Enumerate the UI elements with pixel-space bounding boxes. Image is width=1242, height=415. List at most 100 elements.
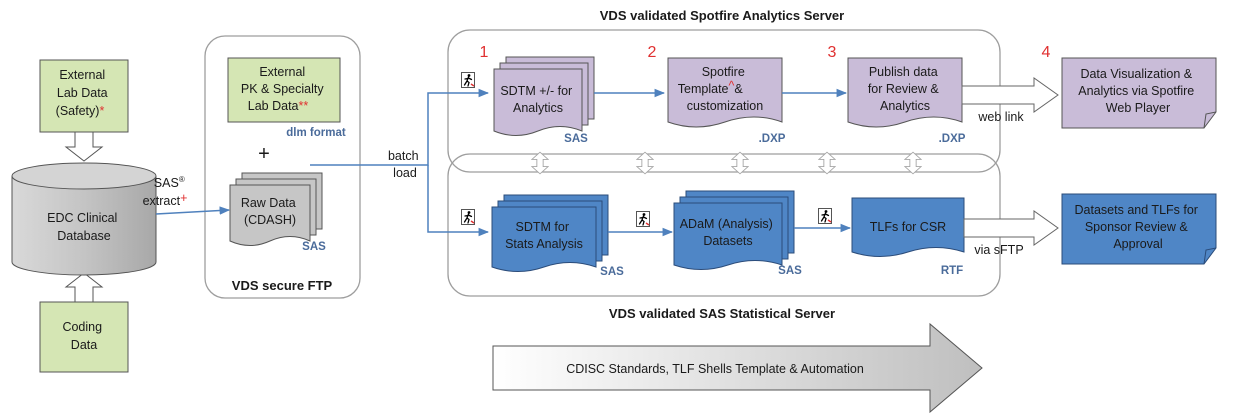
external-lab-safety-box <box>39 59 129 133</box>
running-man-icon <box>461 72 475 88</box>
svg-text:Coding Data: Coding Data <box>62 320 105 352</box>
double-arrow-icon <box>636 151 654 175</box>
double-arrow-icon <box>904 151 922 175</box>
pk-line: Lab Data <box>248 99 299 113</box>
sdtm-analytics-line: Analytics <box>513 101 563 115</box>
sponsor-line: Approval <box>1113 237 1162 251</box>
sdtm-stats-line: Stats Analysis <box>505 237 583 251</box>
publish-line: for Review & <box>868 82 940 96</box>
sponsor-line: Datasets and TLFs for <box>1075 203 1198 217</box>
lab-safety-line: External <box>59 68 105 82</box>
double-arrow-icon <box>531 151 549 175</box>
pk-line: PK & Specialty <box>241 82 324 96</box>
double-arrow-icon <box>731 151 749 175</box>
down-block-arrow-icon <box>64 131 104 162</box>
sftp-block-arrow-icon <box>963 210 1059 246</box>
running-man-icon <box>818 208 832 224</box>
step-number-4: 4 <box>1042 44 1051 61</box>
svg-text:SAS® extract+: SAS® extract+ <box>143 171 189 208</box>
visualization-line: Analytics via Spotfire <box>1078 84 1194 98</box>
visualization-line: Data Visualization & <box>1080 67 1192 81</box>
adam-line: ADaM (Analysis) <box>680 217 773 231</box>
coding-line: Coding <box>62 320 102 334</box>
template-line: Template <box>678 82 729 96</box>
standards-arrow-label: CDISC Standards, TLF Shells Template & A… <box>566 362 864 376</box>
red-caret: ^ <box>729 79 735 93</box>
adam-line: Datasets <box>703 234 752 248</box>
running-man-icon <box>636 211 650 227</box>
batch-load-label: load <box>393 166 417 180</box>
template-line: Spotfire <box>702 65 745 79</box>
raw-data-line: (CDASH) <box>244 213 296 227</box>
visualization-line: Web Player <box>1106 101 1170 115</box>
web-link-block-arrow-icon <box>961 77 1059 113</box>
running-man-icon <box>461 209 475 225</box>
batch-load-connector <box>310 88 490 166</box>
coding-line: Data <box>71 338 97 352</box>
sponsor-line: Sponsor Review & <box>1085 220 1188 234</box>
red-plus: + <box>180 191 187 205</box>
lab-safety-line: Lab Data <box>57 86 108 100</box>
spotfire-template-box <box>667 57 783 128</box>
svg-text:SDTM for Stats Analysis: SDTM for Stats Analysis <box>505 220 583 251</box>
svg-text:EDC Clinical Database: EDC Clinical Database <box>47 211 121 243</box>
svg-text:Datasets and TLFs for Spon: Datasets and TLFs for Sponsor Review & A… <box>1075 203 1202 251</box>
batch-load-label: batch <box>388 149 419 163</box>
sdtm-stats-format: SAS <box>600 266 624 278</box>
tlfs-format: RTF <box>941 265 963 277</box>
publish-data-box <box>847 57 963 128</box>
plus-sign: + <box>258 143 270 165</box>
standards-block-arrow-icon <box>492 322 983 414</box>
step-number-2: 2 <box>648 44 657 61</box>
sdtm-analytics-stack <box>493 56 595 136</box>
svg-text:SDTM +/- for Analytics: SDTM +/- for Analytics <box>500 84 575 115</box>
publish-line: Analytics <box>880 99 930 113</box>
step-number-1: 1 <box>480 44 489 61</box>
tlfs-csr-box <box>851 197 965 257</box>
visualization-box <box>1061 57 1217 129</box>
svg-text:Data Visualization & Analy: Data Visualization & Analytics via Spotf… <box>1078 67 1198 115</box>
red-asterisk: * <box>99 104 104 118</box>
publish-line: Publish data <box>869 65 938 79</box>
publish-format: .DXP <box>939 133 966 145</box>
ftp-container <box>204 35 361 299</box>
pk-line: External <box>259 65 305 79</box>
dlm-format-label: dlm format <box>286 127 346 139</box>
registered-mark: ® <box>179 175 185 184</box>
step-number-3: 3 <box>828 44 837 61</box>
raw-data-line: Raw Data <box>241 196 296 210</box>
web-link-label: web link <box>977 110 1024 124</box>
spotfire-server-title: VDS validated Spotfire Analytics Server <box>600 8 844 23</box>
sdtm-analytics-line: SDTM +/- for <box>500 84 572 98</box>
adam-format: SAS <box>778 265 802 277</box>
template-line: & <box>734 82 746 96</box>
edc-line: Database <box>57 229 111 243</box>
svg-text:batch load: batch load <box>388 149 422 180</box>
svg-text:Raw Data (CDASH): Raw Data (CDASH) <box>241 196 299 227</box>
sas-extract-label: SAS <box>154 176 179 190</box>
ftp-title: VDS secure FTP <box>232 278 333 293</box>
edc-database-cylinder <box>11 162 157 276</box>
svg-text:ADaM (Analysis) Datasets: ADaM (Analysis) Datasets <box>680 217 777 248</box>
sponsor-review-box <box>1061 193 1217 265</box>
extract-connector <box>155 206 231 215</box>
sdtm-stats-line: SDTM for <box>516 220 569 234</box>
double-arrow-icon <box>818 151 836 175</box>
svg-text:External PK & Specialty: External PK & Specialty Lab Data** <box>241 65 327 113</box>
via-sftp-label: via sFTP <box>974 243 1023 257</box>
raw-data-format: SAS <box>302 241 326 253</box>
template-format: .DXP <box>759 133 786 145</box>
pk-specialty-lab-box <box>227 57 341 123</box>
batch-load-connector-lower <box>427 165 490 237</box>
edc-line: EDC Clinical <box>47 211 117 225</box>
svg-text:External Lab Data (Saf: External Lab Data (Safety)* <box>56 68 111 118</box>
tlfs-csr-line: TLFs for CSR <box>870 220 946 234</box>
template-line: customization <box>687 99 763 113</box>
svg-text:Publish data for Review &: Publish data for Review & Analytics <box>868 65 942 113</box>
coding-data-box <box>39 301 129 373</box>
sas-server-title: VDS validated SAS Statistical Server <box>609 306 835 321</box>
sdtm-analytics-format: SAS <box>564 133 588 145</box>
lab-safety-line: (Safety) <box>56 104 100 118</box>
up-block-arrow-icon <box>64 272 104 303</box>
